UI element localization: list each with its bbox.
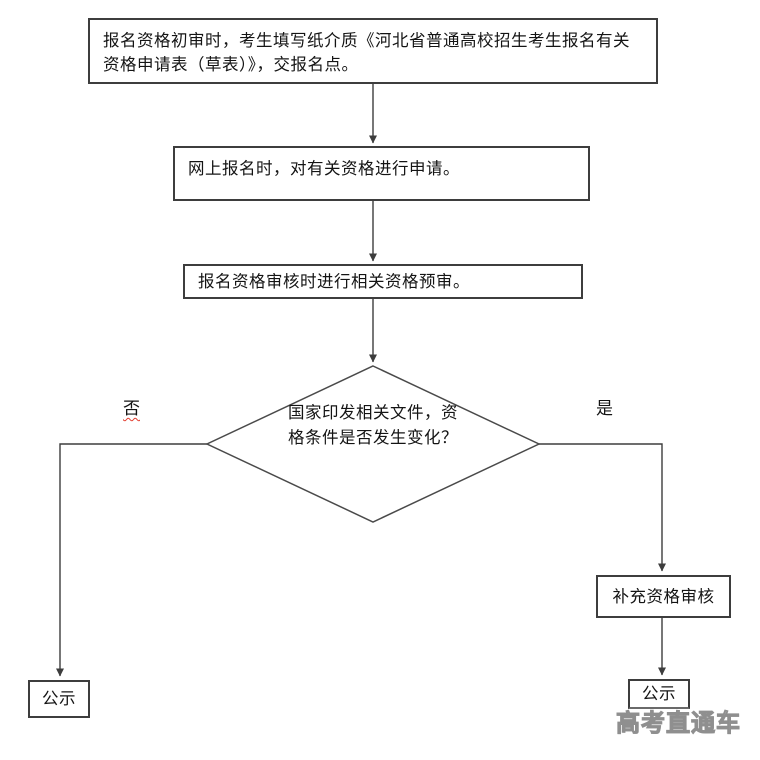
flow-box-publicity-left: 公示 xyxy=(28,680,90,718)
flow-box-initial-review: 报名资格初审时，考生填写纸介质《河北省普通高校招生考生报名有关资格申请表（草表）… xyxy=(88,18,658,84)
flow-box-supplementary-review: 补充资格审核 xyxy=(596,575,731,618)
flow-box-publicity-right: 公示 xyxy=(628,679,690,709)
flow-box-online-registration: 网上报名时，对有关资格进行申请。 xyxy=(173,146,590,201)
connector-yes-branch xyxy=(539,443,666,572)
decision-text: 国家印发相关文件，资格条件是否发生变化？ xyxy=(288,404,458,447)
flow-box-qualification-preaudit: 报名资格审核时进行相关资格预审。 xyxy=(183,264,583,299)
watermark-gaokao-express: 高考直通车 xyxy=(616,710,741,738)
connector-no-branch xyxy=(56,443,207,677)
branch-label-yes: 是 xyxy=(596,399,613,418)
branch-label-no: 否 xyxy=(123,399,140,418)
